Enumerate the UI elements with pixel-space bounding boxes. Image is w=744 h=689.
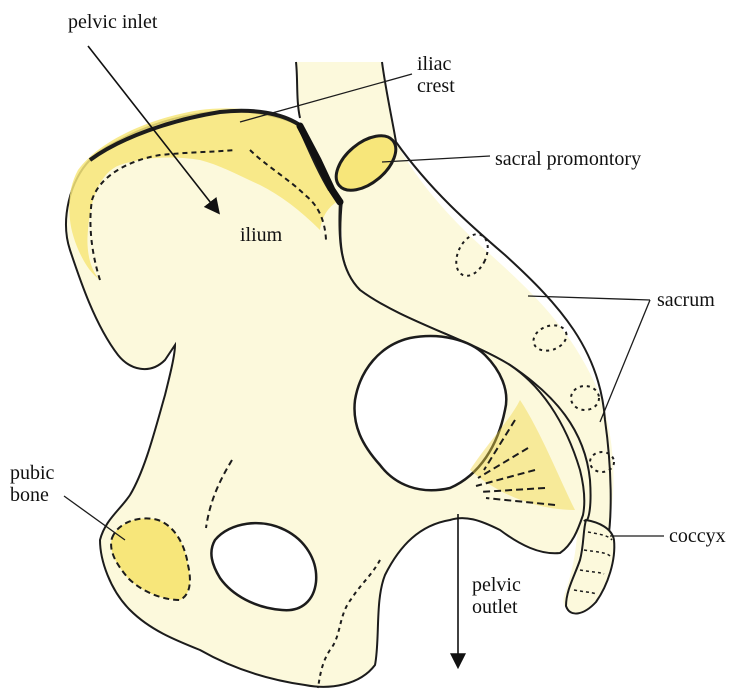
- label-sacral-promontory: sacral promontory: [495, 148, 641, 170]
- label-iliac-crest: iliac crest: [417, 53, 455, 97]
- label-ilium: ilium: [240, 224, 282, 246]
- sacrum-leader-lower: [600, 300, 650, 422]
- label-pubic-bone: pubic bone: [10, 462, 54, 506]
- sacrum-leader-upper: [528, 296, 650, 300]
- label-pelvic-outlet: pelvic outlet: [472, 574, 521, 618]
- label-sacrum: sacrum: [657, 289, 715, 311]
- label-coccyx: coccyx: [669, 525, 726, 547]
- label-pelvic-inlet: pelvic inlet: [68, 11, 157, 33]
